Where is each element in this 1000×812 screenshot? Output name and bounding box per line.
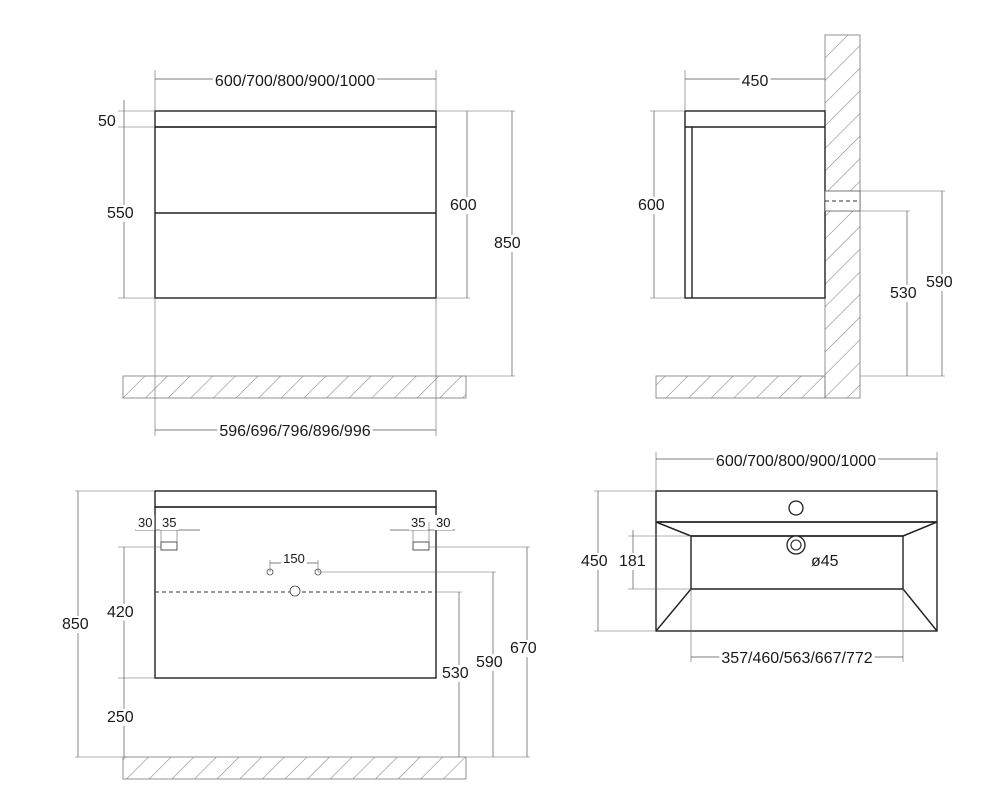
back-height-420-label: 420 bbox=[107, 604, 134, 621]
mount-right-b-label: 30 bbox=[436, 515, 450, 530]
label-background bbox=[924, 274, 955, 291]
label-background bbox=[448, 197, 479, 214]
back-view: 30 35 35 30 150 850 420 250 530 590 670 bbox=[60, 490, 539, 780]
side-view: 450 600 530 590 bbox=[636, 34, 955, 399]
mount-left-b-label: 35 bbox=[162, 515, 176, 530]
floor-hatch-side bbox=[655, 375, 826, 399]
label-background bbox=[105, 604, 136, 621]
back-height-530-label: 530 bbox=[442, 665, 469, 682]
label-background bbox=[105, 205, 136, 222]
drain-inner bbox=[790, 539, 802, 551]
front-total-height-label: 850 bbox=[494, 235, 521, 252]
back-height-670-label: 670 bbox=[510, 640, 537, 657]
label-background bbox=[739, 73, 771, 90]
tap-hole bbox=[788, 500, 804, 516]
wall-hatch-side bbox=[824, 34, 861, 399]
label-background bbox=[96, 113, 118, 130]
top-width-label: 600/700/800/900/1000 bbox=[716, 453, 876, 470]
label-background bbox=[474, 654, 505, 671]
front-body-height-label: 600 bbox=[450, 197, 477, 214]
label-background bbox=[579, 553, 610, 570]
label-background bbox=[636, 197, 667, 214]
label-background bbox=[888, 285, 919, 302]
back-height-250-label: 250 bbox=[107, 709, 134, 726]
label-background bbox=[136, 515, 155, 530]
floor-hatch-back bbox=[122, 756, 467, 780]
side-drain-590-label: 590 bbox=[926, 274, 953, 291]
label-background bbox=[440, 665, 471, 682]
front-front-height-label: 550 bbox=[107, 205, 134, 222]
front-width-top-label: 600/700/800/900/1000 bbox=[215, 73, 375, 90]
label-background bbox=[719, 650, 875, 667]
back-drain-hole bbox=[289, 585, 301, 597]
hole-spacing-label: 150 bbox=[283, 551, 305, 566]
top-view: ø45 600/700/800/900/1000 450 181 357/460… bbox=[579, 452, 938, 667]
top-bowl-depth-label: 181 bbox=[619, 553, 646, 570]
mount-left-a-label: 30 bbox=[138, 515, 152, 530]
label-background bbox=[160, 515, 179, 530]
right-mount-bracket bbox=[412, 541, 430, 551]
label-background bbox=[217, 423, 373, 440]
drain-diameter-label: ø45 bbox=[811, 553, 839, 570]
side-height-label: 600 bbox=[638, 197, 665, 214]
back-height-590-label: 590 bbox=[476, 654, 503, 671]
front-width-bottom-label: 596/696/796/896/996 bbox=[219, 423, 370, 440]
floor-hatch-front bbox=[122, 375, 467, 399]
label-background bbox=[492, 235, 523, 252]
side-cabinet bbox=[684, 110, 826, 299]
label-background bbox=[409, 515, 428, 530]
top-basin-outline bbox=[655, 490, 938, 632]
back-total-height-label: 850 bbox=[62, 616, 89, 633]
label-background bbox=[508, 640, 539, 657]
label-background bbox=[105, 709, 136, 726]
side-depth-label: 450 bbox=[742, 73, 769, 90]
label-background bbox=[809, 553, 841, 570]
left-mount-bracket bbox=[160, 541, 178, 551]
label-background bbox=[281, 551, 307, 566]
mount-right-a-label: 35 bbox=[411, 515, 425, 530]
back-countertop bbox=[154, 490, 437, 508]
front-countertop bbox=[154, 110, 437, 128]
front-top-slab-label: 50 bbox=[98, 113, 116, 130]
top-bowl-outer bbox=[655, 521, 938, 537]
label-background bbox=[212, 73, 378, 90]
label-background bbox=[617, 553, 648, 570]
label-background bbox=[60, 616, 91, 633]
top-bowl-width-label: 357/460/563/667/772 bbox=[721, 650, 872, 667]
top-depth-label: 450 bbox=[581, 553, 608, 570]
label-background bbox=[713, 453, 879, 470]
label-background bbox=[434, 515, 453, 530]
front-view: 600/700/800/900/1000 596/696/796/896/996… bbox=[96, 70, 523, 440]
side-drain-530-label: 530 bbox=[890, 285, 917, 302]
